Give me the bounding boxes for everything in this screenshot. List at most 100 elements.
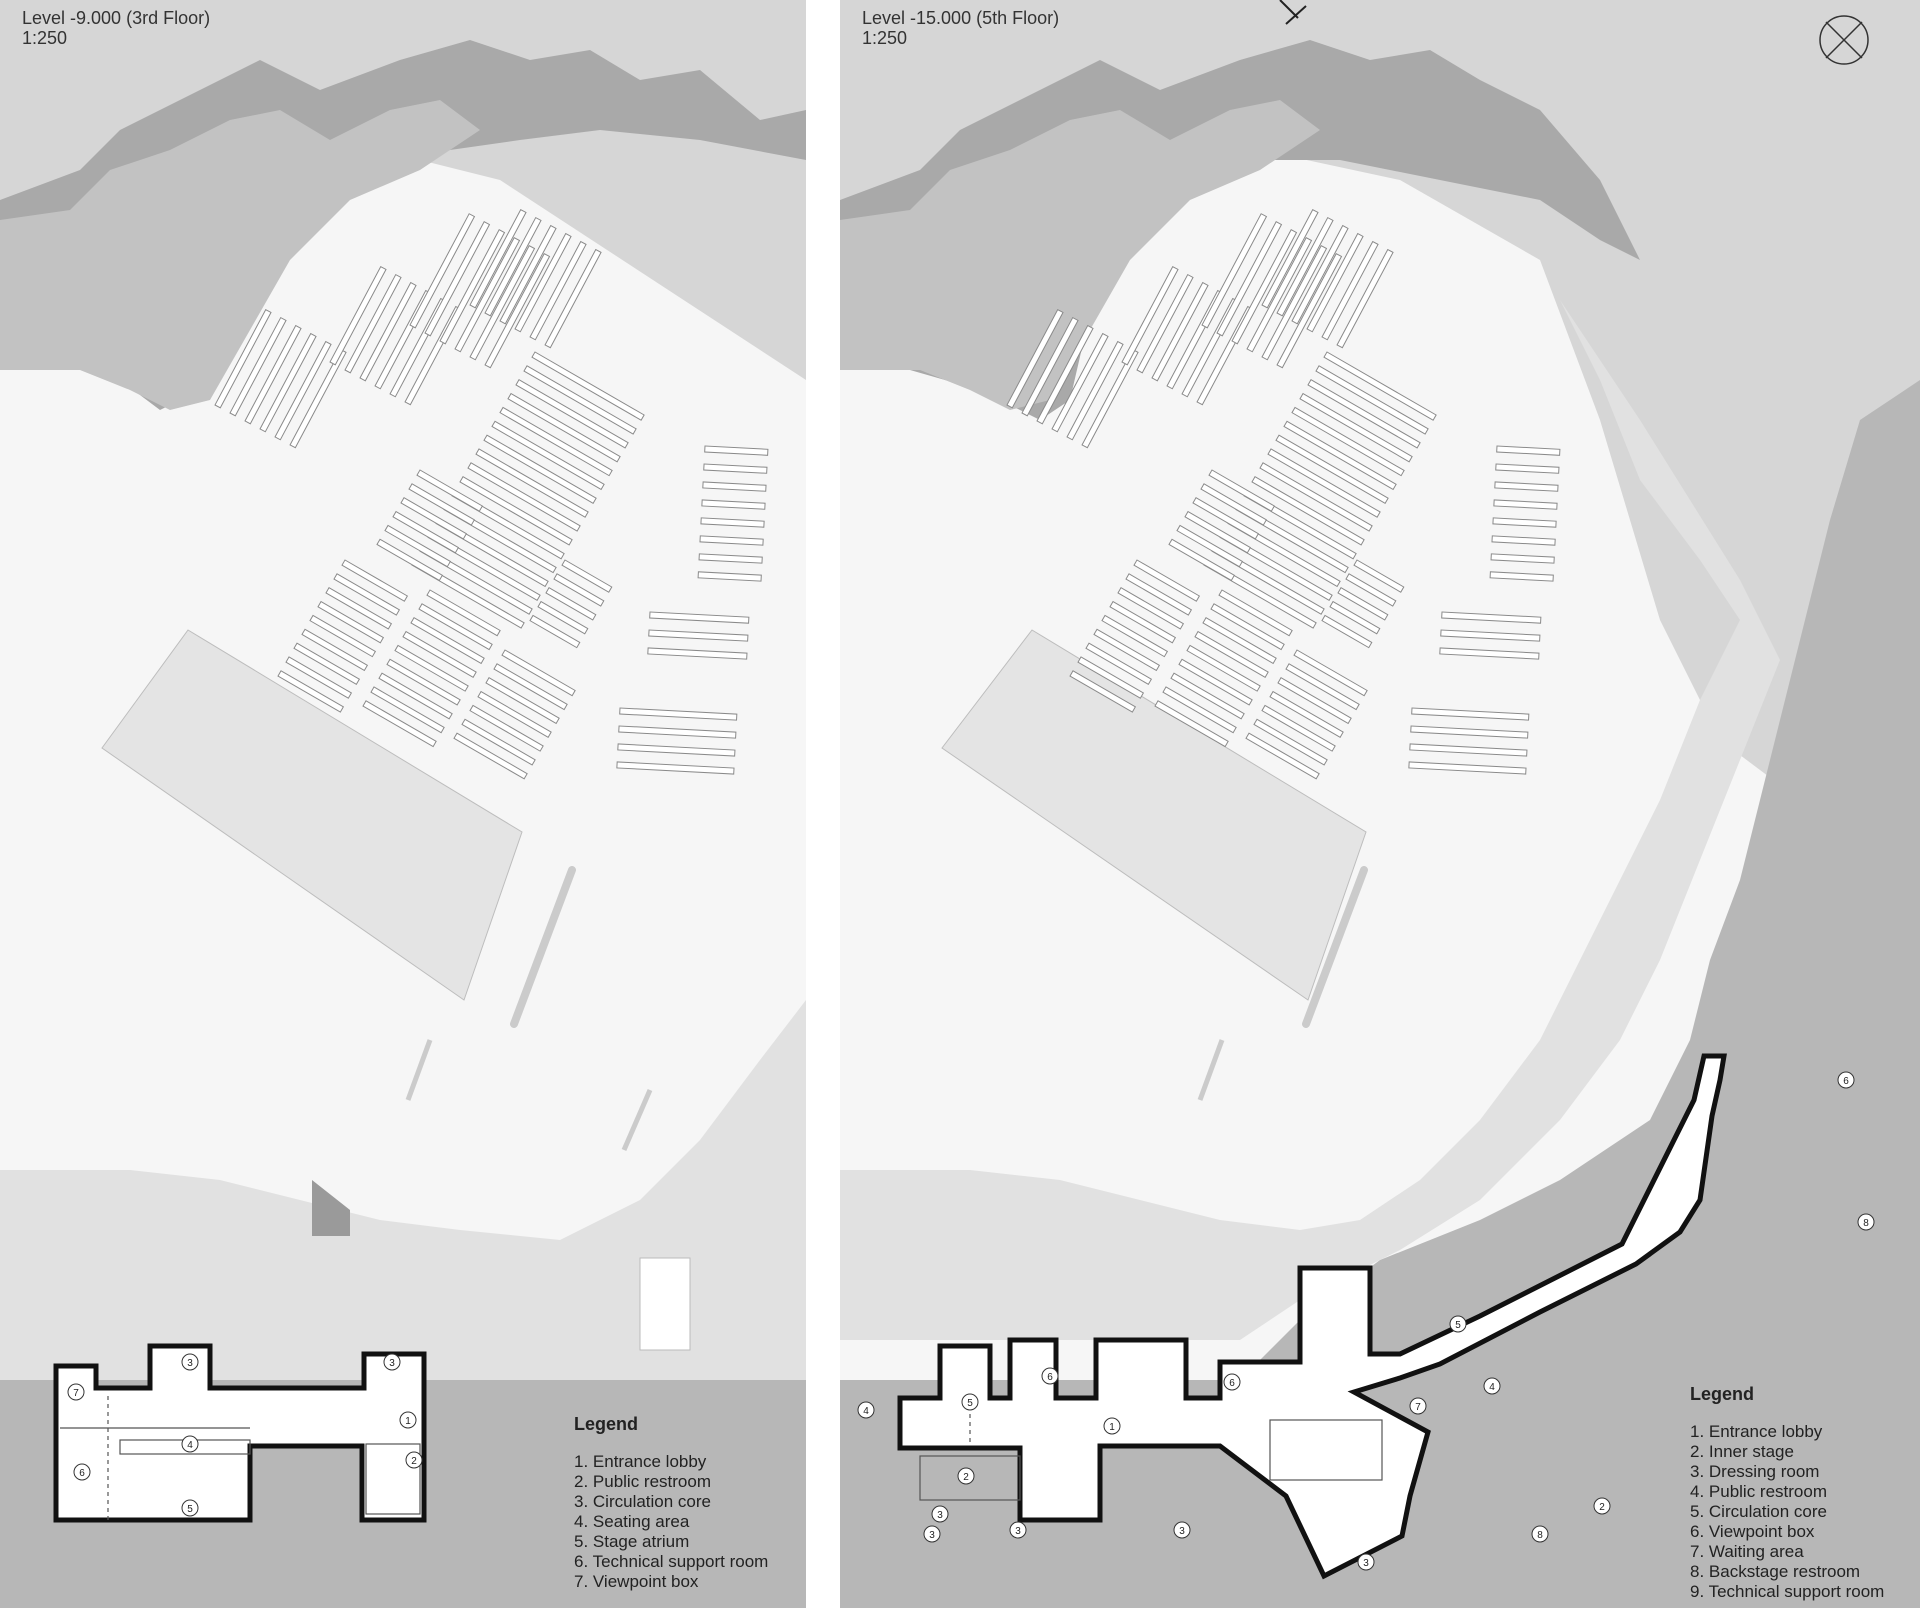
seat-row	[459, 476, 573, 546]
scale-label: 1:250	[22, 28, 68, 48]
seat-row	[483, 434, 597, 505]
seat-row	[619, 707, 738, 721]
seat-row	[1307, 379, 1421, 449]
room-tag: 3	[931, 1505, 949, 1523]
svg-text:5: 5	[187, 1504, 193, 1515]
seat-row	[1410, 725, 1529, 739]
seat-row	[1200, 483, 1268, 526]
seat-row	[529, 614, 581, 649]
room-tag: 1	[1103, 1417, 1121, 1435]
seat-row	[545, 587, 597, 621]
seat-row	[1176, 524, 1244, 568]
seat-row	[293, 642, 361, 686]
seat-row	[499, 406, 613, 477]
svg-text:3: 3	[1015, 1526, 1021, 1537]
svg-text:8: 8	[1863, 1218, 1869, 1229]
seat-row	[1336, 248, 1394, 349]
seat-row	[1409, 743, 1528, 757]
legend-item: 4. Public restroom	[1690, 1482, 1827, 1501]
legend-item: 7. Viewpoint box	[574, 1572, 699, 1591]
seat-row	[507, 392, 621, 463]
legend: Legend 1. Entrance lobby 2. Inner stage …	[1690, 1384, 1884, 1602]
seat-row	[1440, 629, 1541, 642]
room-tag: 5	[1449, 1315, 1467, 1333]
seat-row	[1178, 658, 1253, 706]
seat-row	[1121, 265, 1179, 366]
seat-row	[229, 316, 287, 417]
seat-row	[529, 240, 587, 341]
seat-row	[1093, 628, 1161, 672]
seat-row	[616, 761, 735, 775]
seat-row	[277, 670, 345, 713]
seat-row	[384, 524, 452, 568]
seat-row	[484, 252, 551, 369]
seat-block	[1245, 649, 1368, 780]
seat-row	[699, 535, 764, 546]
seating-rows	[214, 208, 769, 780]
seat-row	[344, 273, 402, 374]
seat-row	[1202, 617, 1277, 665]
seat-row	[1491, 535, 1556, 546]
room-tag: 3	[923, 1525, 941, 1543]
seat-row	[439, 229, 506, 345]
legend-item: 5. Stage atrium	[574, 1532, 690, 1551]
level-label: Level -9.000 (3rd Floor)	[22, 8, 211, 28]
seat-row	[493, 663, 568, 711]
room-tag: 6	[1837, 1071, 1855, 1089]
svg-text:6: 6	[79, 1468, 85, 1479]
room-tag: 3	[1009, 1521, 1027, 1539]
svg-text:2: 2	[1599, 1502, 1605, 1513]
seat-row	[467, 462, 581, 532]
seat-row	[1285, 663, 1360, 711]
seat-block	[1069, 559, 1201, 713]
stage	[941, 629, 1367, 1001]
seat-row	[700, 517, 765, 528]
legend-item: 6. Technical support room	[574, 1552, 769, 1571]
svg-text:3: 3	[389, 1358, 395, 1369]
seat-row	[426, 589, 501, 637]
seat-row	[1210, 603, 1285, 651]
seat-row	[553, 573, 605, 607]
legend-item: 1. Entrance lobby	[1690, 1422, 1823, 1441]
seat-row	[1293, 649, 1368, 697]
svg-text:8: 8	[1537, 1530, 1543, 1541]
north-arrow-icon	[1819, 15, 1869, 65]
seat-block	[409, 213, 551, 369]
seat-row	[259, 332, 317, 433]
seat-row	[1170, 672, 1245, 720]
seat-row	[531, 351, 645, 421]
seat-row	[309, 614, 377, 658]
seat-block	[277, 559, 409, 713]
svg-text:3: 3	[187, 1358, 193, 1369]
seat-row	[1353, 559, 1405, 593]
seat-row	[537, 600, 589, 635]
terrain-steps-light	[840, 100, 1320, 410]
seat-row	[453, 732, 528, 780]
seat-row	[484, 216, 542, 317]
seat-row	[469, 244, 536, 361]
seat-block	[1408, 707, 1530, 775]
terrain-bottom-steps	[840, 300, 1780, 1340]
seat-row	[1162, 686, 1237, 734]
seat-block	[1201, 213, 1343, 369]
room-tag: 4	[181, 1435, 199, 1453]
seat-row	[1276, 216, 1334, 317]
seat-row	[1133, 559, 1201, 602]
seat-row	[1081, 348, 1139, 449]
seat-row	[485, 677, 560, 725]
seat-row	[1269, 690, 1344, 738]
seat-row	[1493, 499, 1558, 510]
room-tag: 3	[1357, 1553, 1375, 1571]
room-tag: 8	[1531, 1525, 1549, 1543]
seat-block	[1006, 308, 1139, 449]
seat-block	[469, 208, 602, 349]
svg-text:5: 5	[1455, 1320, 1461, 1331]
seat-row	[1125, 573, 1193, 616]
seat-row	[1216, 221, 1283, 337]
terrain-steps-light	[0, 100, 480, 410]
seat-row	[329, 265, 387, 366]
svg-text:7: 7	[73, 1388, 79, 1399]
